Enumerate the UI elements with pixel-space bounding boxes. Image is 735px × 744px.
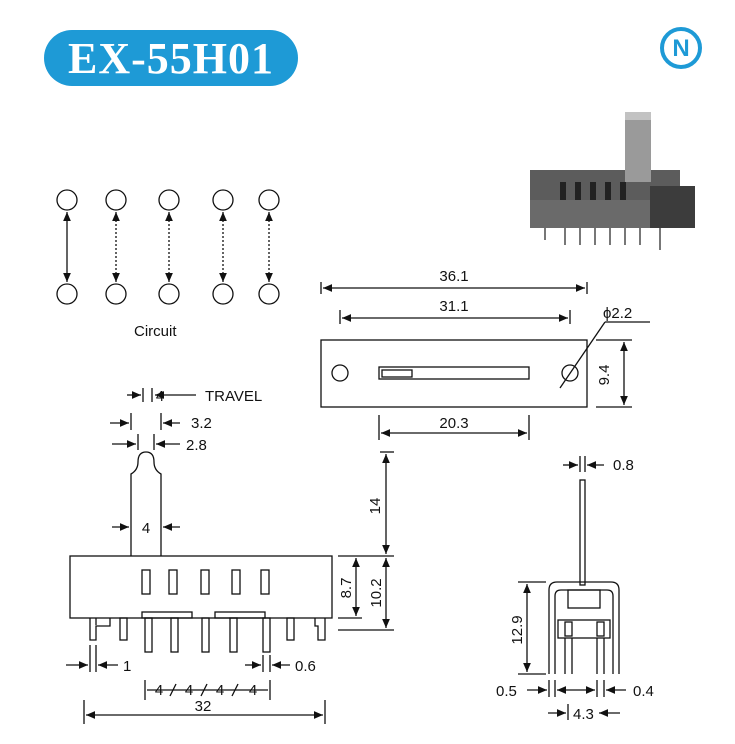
pitch-3-label: 4 [216, 682, 224, 699]
dim-1-label: 1 [123, 658, 131, 675]
dim-9-4-label: 9.4 [596, 365, 613, 386]
dim-0-4-label: 0.4 [633, 683, 654, 700]
dim-12-9-label: 12.9 [509, 615, 526, 644]
actuator-width-label: 4 [142, 520, 150, 537]
side-view [518, 456, 626, 720]
dim-20-3-label: 20.3 [439, 415, 468, 432]
dim-10-2-label: 10.2 [368, 578, 385, 607]
top-view [320, 282, 650, 440]
title-badge: EX-55H01 [44, 30, 298, 86]
travel-text-label: TRAVEL [205, 388, 262, 405]
dim-0-8-label: 0.8 [613, 457, 634, 474]
logo-letter: N [672, 35, 689, 62]
pitch-2-label: 4 [185, 682, 193, 699]
pitch-4-label: 4 [249, 682, 257, 699]
brand-logo-icon: N [660, 27, 702, 69]
dim-0-5-label: 0.5 [496, 683, 517, 700]
dim-2-8-label: 2.8 [186, 437, 207, 454]
circuit-diagram [56, 189, 280, 305]
front-view [66, 388, 394, 724]
dim-36-1-label: 36.1 [439, 268, 468, 285]
dim-3-2-label: 3.2 [191, 415, 212, 432]
overall-length-label: 32 [195, 698, 212, 715]
hole-diameter-label: ϕ2.2 [603, 305, 632, 322]
dim-4-3-label: 4.3 [573, 706, 594, 723]
dim-31-1-label: 31.1 [439, 298, 468, 315]
pitch-1-label: 4 [155, 682, 163, 699]
dim-8-7-label: 8.7 [338, 578, 355, 599]
dim-0-6-label: 0.6 [295, 658, 316, 675]
circuit-label: Circuit [134, 323, 177, 340]
dim-14-label: 14 [367, 498, 384, 515]
product-photo [530, 112, 695, 250]
model-title: EX-55H01 [68, 33, 274, 83]
travel-value-label: 4 [156, 388, 164, 405]
